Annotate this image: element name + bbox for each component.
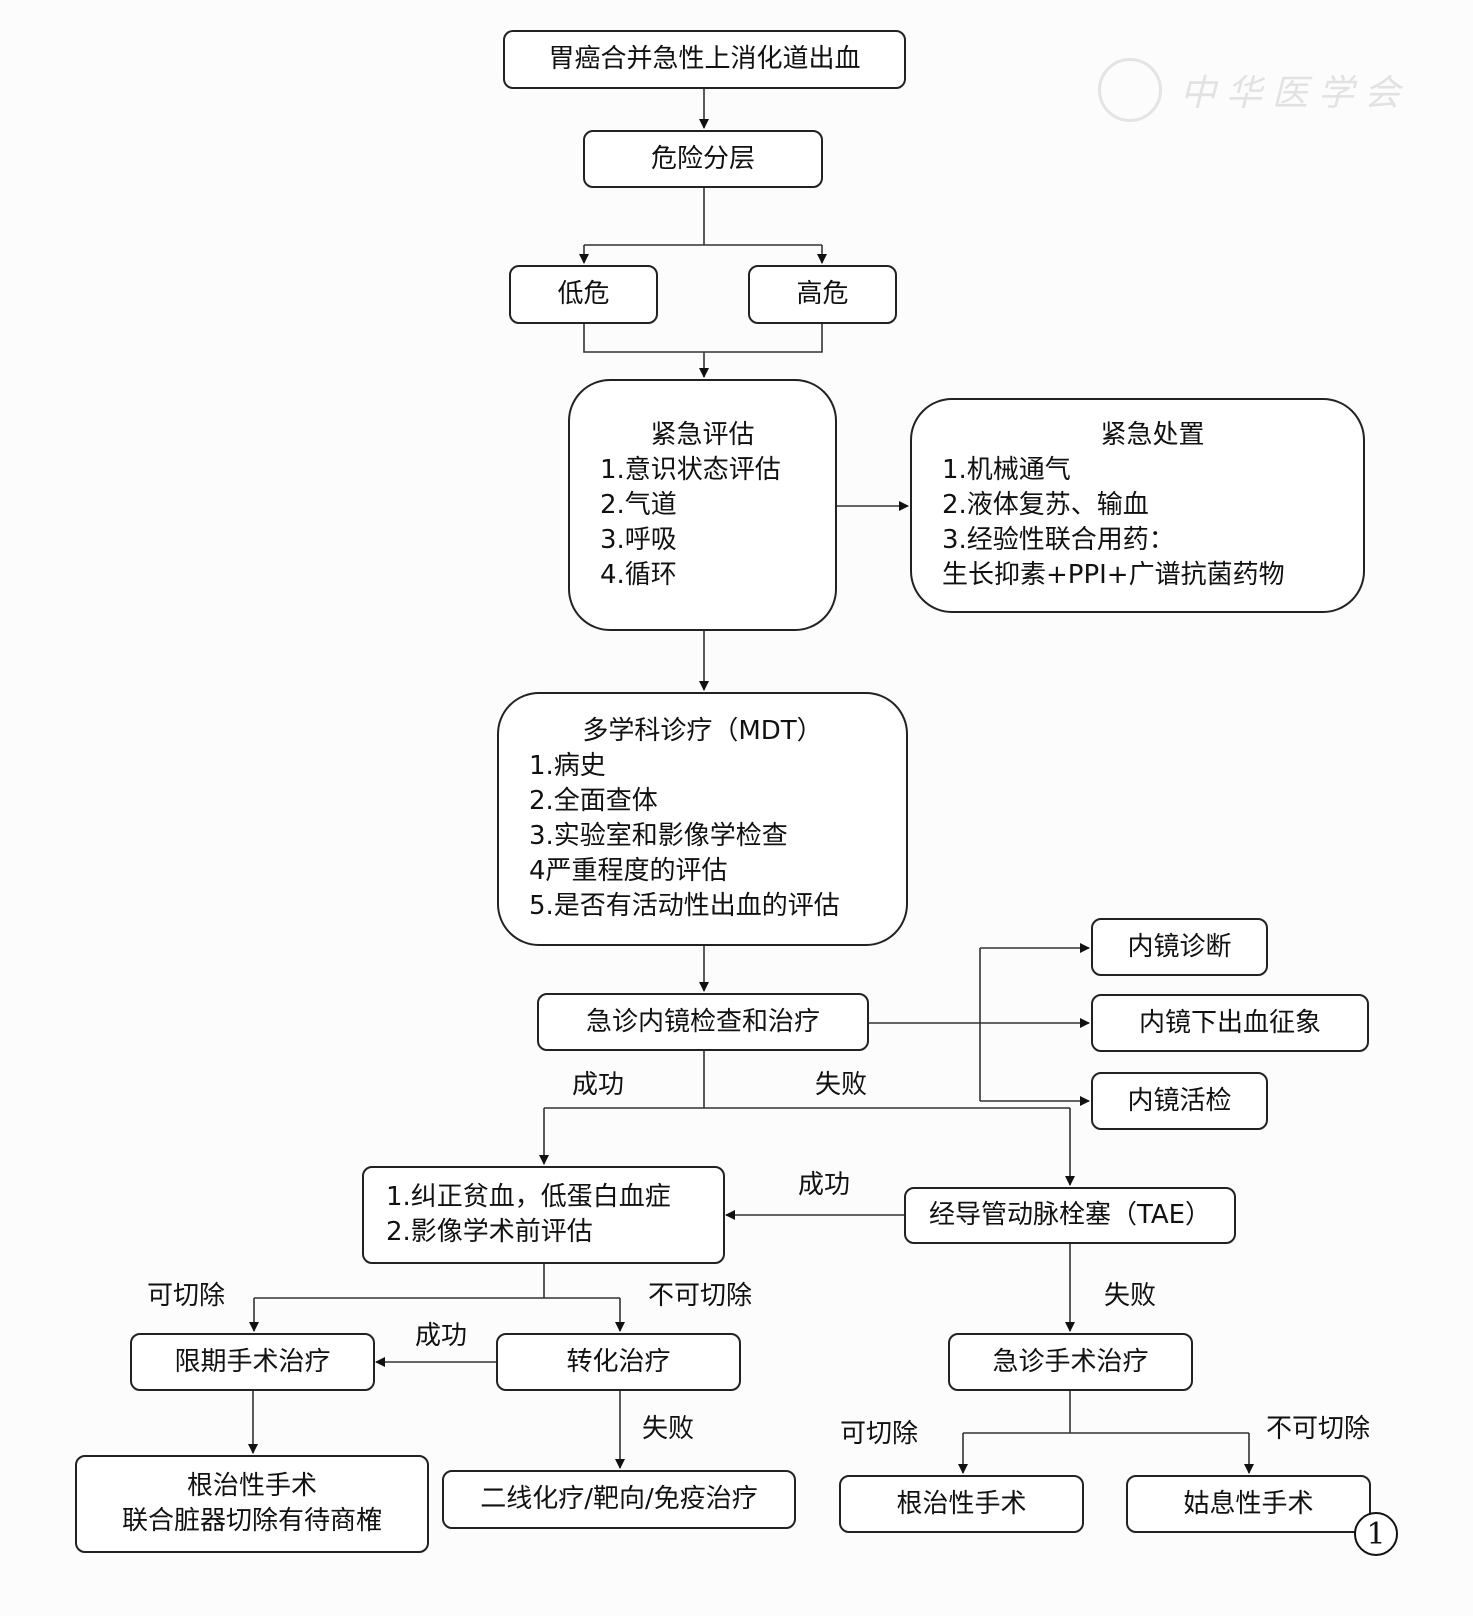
node-low-risk: 低危 — [509, 265, 658, 324]
node-correct-anemia: 1.纠正贫血，低蛋白血症 2.影像学术前评估 — [362, 1166, 725, 1264]
node-radical-surgery: 根治性手术 — [839, 1475, 1084, 1533]
node-urgent-evaluation: 紧急评估 1.意识状态评估 2.气道 3.呼吸 4.循环 — [568, 379, 837, 631]
node-label: 内镜活检 — [1127, 1085, 1232, 1116]
node-mdt: 多学科诊疗（MDT） 1.病史 2.全面查体 3.实验室和影像学检查 4严重程度… — [497, 692, 908, 946]
node-endoscopic-bleeding-signs: 内镜下出血征象 — [1091, 994, 1369, 1052]
edge-label: 成功 — [572, 1070, 625, 1100]
edge-label: 可切除 — [840, 1419, 919, 1449]
node-item: 2.液体复苏、输血 — [942, 490, 1149, 520]
node-title: 多学科诊疗（MDT） — [582, 716, 823, 746]
node-emergency-surgery: 急诊手术治疗 — [948, 1333, 1193, 1391]
node-radical-combined: 根治性手术 联合脏器切除有待商榷 — [75, 1455, 429, 1553]
node-label: 姑息性手术 — [1183, 1488, 1314, 1519]
edge-label: 可切除 — [147, 1281, 226, 1311]
node-item: 3.经验性联合用药： — [942, 525, 1175, 555]
edge-label: 不可切除 — [1266, 1414, 1371, 1444]
node-label: 内镜诊断 — [1127, 931, 1232, 962]
node-label: 内镜下出血征象 — [1138, 1007, 1321, 1038]
node-label: 二线化疗/靶向/免疫治疗 — [480, 1484, 758, 1514]
node-label: 胃癌合并急性上消化道出血 — [548, 44, 861, 74]
node-label: 转化治疗 — [566, 1346, 671, 1377]
node-tae: 经导管动脉栓塞（TAE） — [904, 1187, 1236, 1244]
node-item: 2.气道 — [600, 489, 677, 520]
node-risk-stratification: 危险分层 — [583, 130, 823, 188]
node-item: 5.是否有活动性出血的评估 — [529, 891, 840, 921]
node-item: 2.全面查体 — [529, 786, 658, 816]
watermark-logo: 中华医学会 — [1098, 58, 1410, 122]
node-item: 4.循环 — [600, 559, 677, 590]
node-emergency-endoscopy: 急诊内镜检查和治疗 — [537, 993, 869, 1051]
figure-number: 1 — [1354, 1512, 1398, 1556]
node-label: 低危 — [557, 279, 610, 309]
node-label: 急诊内镜检查和治疗 — [585, 1006, 820, 1037]
node-item: 联合脏器切除有待商榷 — [121, 1506, 382, 1536]
seal-icon — [1098, 58, 1162, 122]
node-item: 1.机械通气 — [942, 455, 1071, 485]
node-label: 急诊手术治疗 — [992, 1346, 1149, 1377]
node-endoscopic-biopsy: 内镜活检 — [1091, 1072, 1268, 1130]
node-item: 生长抑素+PPI+广谱抗菌药物 — [942, 560, 1285, 590]
node-item: 3.实验室和影像学检查 — [529, 821, 788, 851]
node-item: 4严重程度的评估 — [529, 856, 728, 886]
node-palliative-surgery: 姑息性手术 — [1126, 1475, 1371, 1533]
node-item: 1.意识状态评估 — [600, 454, 781, 485]
edge-label: 失败 — [642, 1414, 695, 1444]
node-title: 紧急处置 — [1100, 420, 1205, 450]
node-second-line: 二线化疗/靶向/免疫治疗 — [442, 1470, 796, 1529]
edge-label: 成功 — [415, 1321, 468, 1351]
node-elective-surgery: 限期手术治疗 — [130, 1333, 375, 1391]
node-item: 3.呼吸 — [600, 524, 677, 555]
node-root: 胃癌合并急性上消化道出血 — [503, 30, 906, 89]
node-label: 限期手术治疗 — [174, 1346, 331, 1377]
node-label: 高危 — [796, 279, 849, 309]
node-urgent-management: 紧急处置 1.机械通气 2.液体复苏、输血 3.经验性联合用药： 生长抑素+PP… — [910, 398, 1365, 613]
node-label: 危险分层 — [650, 143, 755, 174]
node-endoscopic-diagnosis: 内镜诊断 — [1091, 918, 1268, 976]
node-title: 紧急评估 — [650, 419, 755, 450]
node-item: 根治性手术 — [186, 1471, 317, 1501]
edge-label: 不可切除 — [648, 1281, 753, 1311]
edge-label: 失败 — [1104, 1281, 1157, 1311]
node-item: 1.病史 — [529, 751, 606, 781]
node-item: 2.影像学术前评估 — [386, 1217, 593, 1247]
edge-label: 成功 — [798, 1170, 851, 1200]
node-high-risk: 高危 — [748, 265, 897, 324]
watermark-text: 中华医学会 — [1180, 73, 1411, 114]
node-conversion-therapy: 转化治疗 — [496, 1333, 741, 1391]
node-label: 经导管动脉栓塞（TAE） — [928, 1200, 1212, 1230]
node-label: 根治性手术 — [896, 1488, 1027, 1519]
node-item: 1.纠正贫血，低蛋白血症 — [386, 1182, 671, 1212]
edge-label: 失败 — [815, 1070, 868, 1100]
